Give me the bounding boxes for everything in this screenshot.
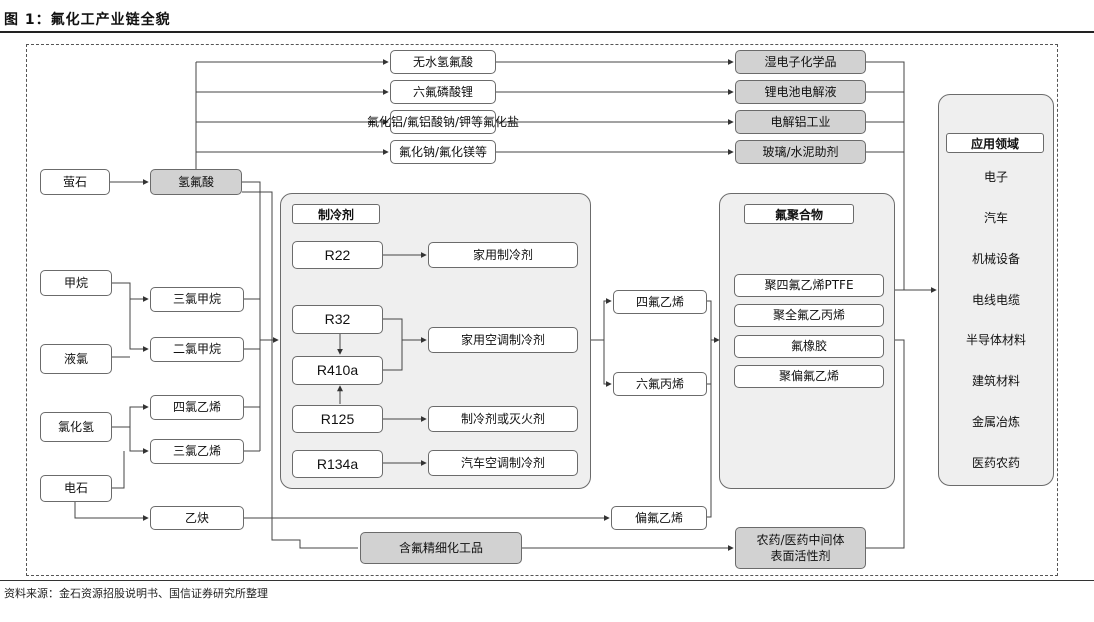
fluorite-box: 萤石 [40,169,110,195]
r32-box: R32 [292,305,383,334]
calcium-carbide-box: 电石 [40,475,112,502]
hydrofluoric-acid-box: 氢氟酸 [150,169,242,195]
application-item: 电子 [983,170,1008,184]
polymer-panel-title: 氟聚合物 [744,204,854,224]
chloroform-box: 三氯甲烷 [150,287,244,312]
pesticide-intermediate-box: 农药/医药中间体 表面活性剂 [735,527,866,569]
trichloroethylene-box: 三氯乙烯 [150,439,244,464]
pesticide-line-2: 表面活性剂 [770,549,831,563]
lipf6-box: 六氟磷酸锂 [390,80,496,104]
hydrogen-chloride-box: 氯化氢 [40,412,112,442]
fire-extinguisher-box: 制冷剂或灭火剂 [428,406,578,432]
source-note: 资料来源：金石资源招股说明书、国信证券研究所整理 [4,587,268,600]
application-item: 机械设备 [971,252,1020,266]
methane-box: 甲烷 [40,270,112,296]
sodium-fluoride-box: 氟化钠/氟化镁等 [390,140,496,164]
car-ac-refrigerant-box: 汽车空调制冷剂 [428,450,578,476]
figure-title: 图 1：氟化工产业链全貌 [4,12,171,28]
fluoride-salt-box: 氟化铝/氟铝酸钠/钾等氟化盐 [367,110,519,134]
tetrafluoroethylene-box: 四氟乙烯 [613,290,707,314]
home-refrigerant-box: 家用制冷剂 [428,242,578,268]
application-item: 金属冶炼 [971,415,1020,429]
aluminum-industry-box: 电解铝工业 [735,110,866,134]
fluororubber-box: 氟橡胶 [734,335,884,358]
application-item: 医药农药 [971,456,1020,470]
dichloromethane-box: 二氯甲烷 [150,337,244,362]
application-item: 汽车 [983,211,1008,225]
application-panel-title: 应用领域 [946,133,1044,153]
refrigerant-panel-title: 制冷剂 [292,204,380,224]
application-item: 半导体材料 [965,333,1026,347]
r410a-box: R410a [292,356,383,385]
pesticide-line-1: 农药/医药中间体 [756,532,845,547]
top-rule [0,31,1094,33]
application-item: 建筑材料 [971,374,1020,388]
fep-box: 聚全氟乙丙烯 [734,304,884,327]
wet-electronic-chemicals-box: 湿电子化学品 [735,50,866,74]
fine-fluorochemicals-box: 含氟精细化工品 [360,532,522,564]
hexafluoropropylene-box: 六氟丙烯 [613,372,707,396]
home-ac-refrigerant-box: 家用空调制冷剂 [428,327,578,353]
liquid-chlorine-box: 液氯 [40,344,112,374]
ptfe-box: 聚四氟乙烯PTFE [734,274,884,297]
r22-box: R22 [292,241,383,269]
application-item: 电线电缆 [971,293,1020,307]
r125-box: R125 [292,405,383,433]
pvdf-box: 聚偏氟乙烯 [734,365,884,388]
diagram-frame [26,44,1058,576]
tetrachloroethylene-box: 四氯乙烯 [150,395,244,420]
glass-cement-box: 玻璃/水泥助剂 [735,140,866,164]
battery-electrolyte-box: 锂电池电解液 [735,80,866,104]
anhydrous-hf-box: 无水氢氟酸 [390,50,496,74]
application-panel [938,94,1054,486]
acetylene-box: 乙炔 [150,506,244,530]
bottom-rule [0,580,1094,581]
r134a-box: R134a [292,450,383,478]
vinylidene-fluoride-box: 偏氟乙烯 [611,506,707,530]
